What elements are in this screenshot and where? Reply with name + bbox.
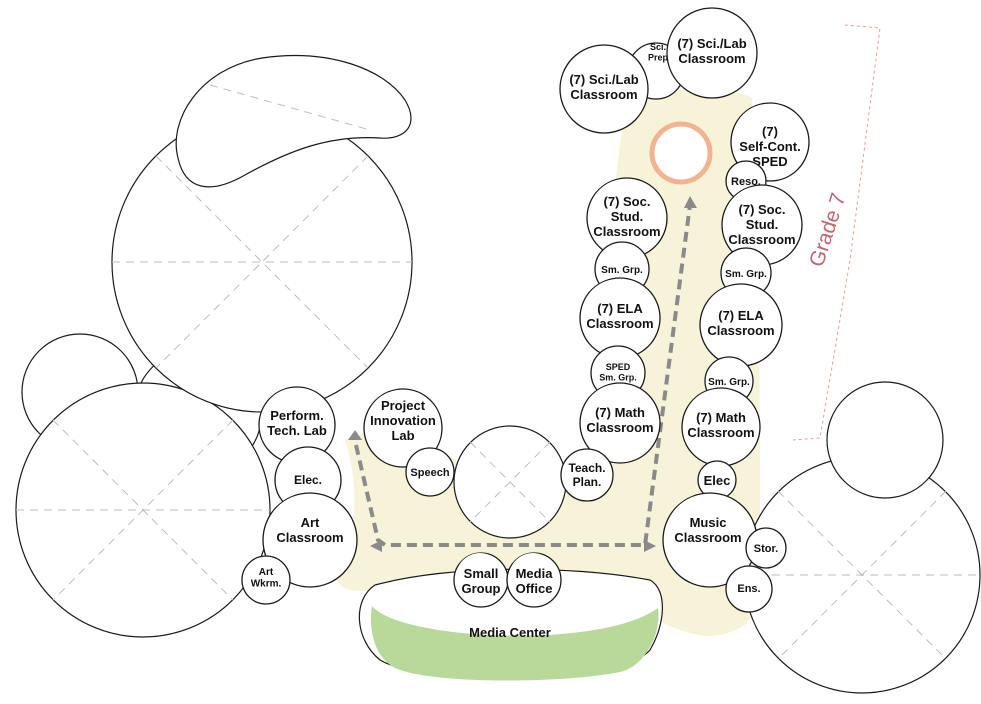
ens-label: Ens.: [737, 583, 760, 595]
grade-7-boundary: [792, 24, 881, 441]
sm-grp-right-1-label: Sm. Grp.: [725, 269, 767, 280]
teach-plan-label: Teach.Plan.: [568, 461, 605, 489]
room-stor: Stor.: [745, 527, 787, 569]
room-perform-tech: Perform.Tech. Lab: [258, 386, 336, 464]
elec-right-label: Elec: [704, 473, 731, 488]
perform-tech-label: Perform.Tech. Lab: [267, 408, 327, 438]
soc-stud-right-label: (7) Soc.Stud.Classroom: [728, 202, 795, 247]
reso-label: Reso.: [731, 176, 761, 188]
arrow-head-top: [684, 196, 697, 208]
arrow-head-bottom-left: [370, 540, 382, 552]
media-center-label: Media Center: [469, 625, 551, 640]
large-spaces-right: [743, 381, 981, 694]
stor-label: Stor.: [754, 543, 778, 555]
room-ens: Ens.: [725, 565, 773, 613]
media-center: Media Center: [358, 568, 663, 681]
self-cont-sped-label: (7)Self-Cont.SPED: [739, 124, 800, 169]
room-elec-right: Elec: [697, 460, 737, 500]
sci-prep-label: Sci.Prep: [648, 42, 669, 62]
room-teach-plan: Teach.Plan.: [560, 448, 614, 502]
sm-grp-left-label: Sm. Grp.: [601, 265, 643, 276]
stage-shape: [175, 54, 412, 188]
elec-left-label: Elec.: [294, 473, 322, 487]
aux-circle-right: [826, 381, 944, 499]
sm-grp-right-2-label: Sm. Grp.: [708, 377, 750, 388]
arrow-head-bottom-right: [644, 540, 656, 552]
circulation-arrows: [348, 196, 697, 552]
grade-7-label: Grade 7: [805, 190, 850, 269]
room-speech: Speech: [405, 447, 455, 497]
arrow-head-left: [348, 430, 362, 440]
soc-stud-left-label: (7) Soc.Stud.Classroom: [593, 194, 660, 239]
courtyard-ring: [649, 121, 713, 185]
room-soc-stud-right: (7) Soc.Stud.Classroom: [721, 184, 803, 266]
speech-label: Speech: [410, 467, 449, 479]
large-spaces-left: [15, 54, 413, 638]
room-soc-stud-left: (7) Soc.Stud.Classroom: [586, 177, 668, 259]
